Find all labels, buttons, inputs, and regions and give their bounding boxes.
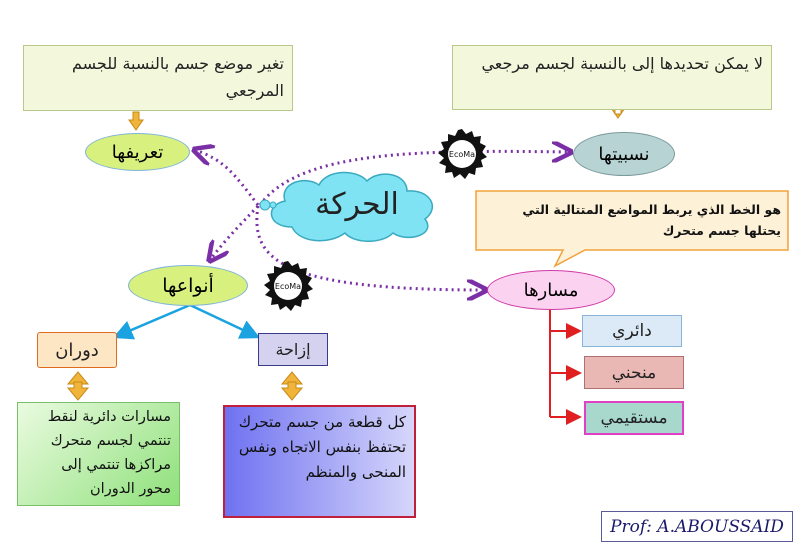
cloud-shape <box>259 171 433 242</box>
callout-shape <box>475 190 789 268</box>
signature: Prof: A.ABOUSSAID <box>601 511 793 542</box>
definition-text-box: تغير موضع جسم بالنسبة للجسم المرجعي <box>23 45 293 111</box>
types-node[interactable]: أنواعها <box>128 265 248 306</box>
motion-title: الحركة <box>315 186 399 222</box>
svg-text:EcoMa: EcoMa <box>449 150 475 159</box>
trajectory-straight[interactable]: مستقيمي <box>584 401 684 435</box>
link-to-relativity <box>258 151 570 206</box>
relativity-node[interactable]: نسبيتها <box>573 132 675 176</box>
trajectory-note: هو الخط الذي يربط المواضع المتتالية التي… <box>475 190 790 268</box>
orange-double-arrow-rotation <box>66 371 90 401</box>
orange-up-arrow-definition <box>128 111 144 131</box>
link-to-types <box>210 204 260 260</box>
ecoma-logo-bottom: EcoMa <box>262 260 314 312</box>
translation-node[interactable]: إزاحة <box>258 333 328 366</box>
red-tree <box>549 308 578 418</box>
trajectory-node[interactable]: مسارها <box>487 270 615 310</box>
rotation-text-box: مسارات دائرية لنقط تنتمي لجسم متحرك مراك… <box>17 402 180 506</box>
definition-node[interactable]: تعريفها <box>85 133 190 171</box>
trajectory-circular[interactable]: دائري <box>582 315 682 347</box>
rotation-node[interactable]: دوران <box>37 332 117 368</box>
trajectory-curved[interactable]: منحني <box>584 356 684 389</box>
ecoma-logo-top: EcoMa <box>436 128 488 180</box>
motion-cloud[interactable]: الحركة <box>257 165 447 245</box>
relativity-text-box: لا يمكن تحديدها إلى بالنسبة لجسم مرجعي <box>452 45 772 110</box>
line-to-rotation <box>112 303 191 340</box>
link-to-trajectory <box>255 205 485 290</box>
svg-text:EcoMa: EcoMa <box>275 282 301 291</box>
link-to-definition <box>195 150 260 206</box>
orange-double-arrow-translation <box>280 371 304 401</box>
line-to-translation <box>189 303 261 339</box>
translation-text-box: كل قطعة من جسم متحرك تحتفظ بنفس الاتجاه … <box>223 405 416 518</box>
